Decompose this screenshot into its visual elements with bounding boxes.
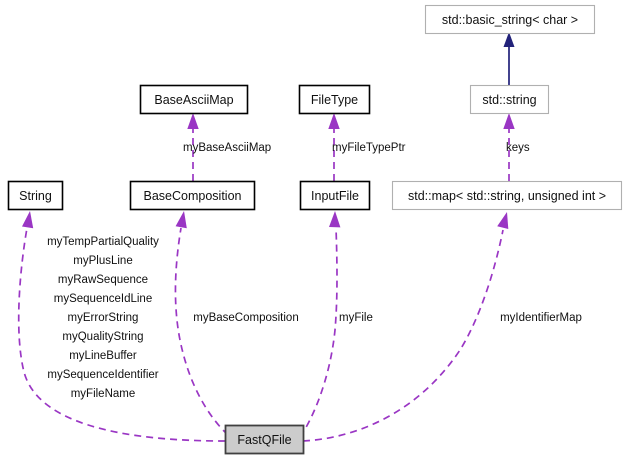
string-member-4: myErrorString bbox=[68, 312, 139, 324]
string-member-0: myTempPartialQuality bbox=[47, 236, 159, 248]
node-fastq-file[interactable]: FastQFile bbox=[224, 424, 305, 455]
string-member-3: mySequenceIdLine bbox=[54, 293, 152, 305]
usage-arrowhead bbox=[187, 113, 199, 129]
string-member-1: myPlusLine bbox=[73, 255, 132, 267]
edge-label-my-file: myFile bbox=[339, 312, 373, 324]
string-member-8: myFileName bbox=[71, 388, 136, 400]
string-member-7: mySequenceIdentifier bbox=[47, 369, 158, 381]
node-box[interactable] bbox=[469, 84, 550, 115]
edge-curve bbox=[299, 227, 338, 438]
node-box[interactable] bbox=[139, 84, 249, 115]
string-member-2: myRawSequence bbox=[58, 274, 148, 286]
node-label: std::basic_string< char > bbox=[442, 13, 578, 27]
node-string[interactable]: String bbox=[7, 180, 64, 211]
usage-arrowhead bbox=[175, 211, 187, 229]
edge-inheritance-std-string-to-basic-string bbox=[503, 32, 515, 85]
node-box[interactable] bbox=[424, 4, 596, 35]
node-basic-string[interactable]: std::basic_string< char > bbox=[424, 4, 596, 35]
edge-usage-fastqfile-to-basecomposition bbox=[174, 211, 229, 436]
edge-curve bbox=[17, 227, 226, 442]
edge-label-my-file-type-ptr: myFileTypePtr bbox=[332, 142, 406, 154]
node-base-composition[interactable]: BaseComposition bbox=[129, 180, 256, 211]
node-label: String bbox=[19, 189, 52, 203]
edge-label-my-base-composition: myBaseComposition bbox=[193, 312, 298, 324]
node-box[interactable] bbox=[391, 180, 623, 211]
string-member-6: myLineBuffer bbox=[69, 350, 137, 362]
usage-arrowhead bbox=[503, 113, 515, 129]
edge-curve bbox=[174, 227, 229, 436]
string-member-5: myQualityString bbox=[62, 331, 143, 343]
edge-usage-inputfile-to-filetype bbox=[328, 113, 340, 181]
edge-usage-fastqfile-to-string bbox=[17, 211, 226, 442]
node-label: std::map< std::string, unsigned int > bbox=[408, 189, 606, 203]
node-label: BaseAsciiMap bbox=[154, 93, 233, 107]
usage-arrowhead bbox=[497, 212, 509, 229]
node-label: FastQFile bbox=[237, 433, 291, 447]
node-label: InputFile bbox=[311, 189, 359, 203]
edge-usage-basecomposition-to-baseasciimap bbox=[187, 113, 199, 181]
node-base-ascii-map[interactable]: BaseAsciiMap bbox=[139, 84, 249, 115]
node-label: BaseComposition bbox=[144, 189, 242, 203]
inheritance-arrowhead bbox=[503, 32, 515, 47]
edge-label-string-members: myTempPartialQuality myPlusLine myRawSeq… bbox=[47, 236, 159, 400]
node-box[interactable] bbox=[7, 180, 64, 211]
edge-usage-stdmap-to-stdstring bbox=[503, 113, 515, 181]
node-box[interactable] bbox=[298, 84, 371, 115]
usage-arrowhead bbox=[329, 211, 341, 228]
node-box[interactable] bbox=[299, 180, 371, 211]
edge-label-keys: keys bbox=[506, 142, 530, 154]
node-box[interactable] bbox=[224, 424, 305, 455]
node-file-type[interactable]: FileType bbox=[298, 84, 371, 115]
node-box[interactable] bbox=[129, 180, 256, 211]
usage-arrowhead bbox=[22, 211, 34, 229]
edge-label-my-identifier-map: myIdentifierMap bbox=[500, 312, 582, 324]
usage-arrowhead bbox=[328, 113, 340, 129]
node-std-string[interactable]: std::string bbox=[469, 84, 550, 115]
node-std-map[interactable]: std::map< std::string, unsigned int > bbox=[391, 180, 623, 211]
node-input-file[interactable]: InputFile bbox=[299, 180, 371, 211]
edge-curve bbox=[302, 229, 504, 442]
edge-usage-fastqfile-to-stdmap bbox=[302, 212, 509, 442]
edge-label-my-base-ascii-map: myBaseAsciiMap bbox=[183, 142, 271, 154]
edge-usage-fastqfile-to-inputfile bbox=[299, 211, 341, 438]
node-label: FileType bbox=[311, 93, 358, 107]
node-label: std::string bbox=[482, 93, 536, 107]
